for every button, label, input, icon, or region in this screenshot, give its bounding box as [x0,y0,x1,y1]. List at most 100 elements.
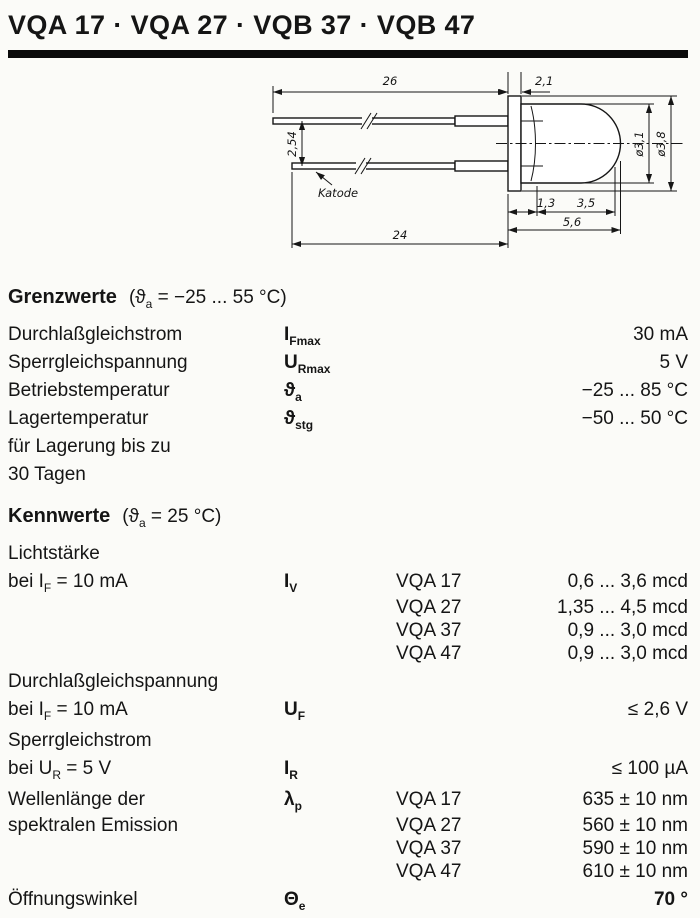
symbol-base: I [284,324,290,345]
grenzwerte-heading: Grenzwerte(ϑa = −25 ... 55 °C) [8,286,688,310]
param-label-line2: für Lagerung bis zu [8,436,171,457]
param-symbol: Θe [284,886,396,914]
led-dimension-drawing: 26 2,1 2,54 24 1,3 3,5 5,6 ø3,1 ø3,8 Kat… [272,72,684,248]
symbol-sub: Rmax [297,361,331,376]
bottom-lead [291,162,456,170]
kennwerte-heading: Kennwerte(ϑa = 25 °C) [8,505,688,530]
grenzwerte-title: Grenzwerte [8,286,117,308]
param-symbol: IV [284,568,396,596]
cond-sub: F [43,708,52,723]
dia-3-8-label: ø3,8 [654,131,668,157]
variant-value: 590 ± 10 nm [582,838,689,859]
cond-pre: bei U [8,758,53,779]
param-label: Betriebstemperatur [8,380,170,401]
cond-pre: bei I [8,699,44,720]
variant-value: 0,6 ... 3,6 mcd [567,571,688,592]
variant-value: 635 ± 10 nm [582,789,689,810]
symbol-base: ϑ [284,380,296,401]
top-lead-crimp [454,115,509,127]
param-label-line3: 30 Tagen [8,464,86,485]
variant-row: VQA 37 0,9 ... 3,0 mcd [8,619,688,642]
cond-sub: F [43,580,52,595]
bottom-lead-crimp [454,160,509,172]
variant-row: spektralen Emission VQA 27 560 ± 10 nm [8,814,688,837]
spec-row-continuation: für Lagerung bis zu [8,433,688,461]
led-drawing-area: 26 2,1 2,54 24 1,3 3,5 5,6 ø3,1 ø3,8 Kat… [8,58,688,270]
symbol-sub: R [289,767,298,782]
grenzwerte-table: Durchlaßgleichstrom IFmax 30 mA Sperrgle… [8,321,688,489]
param-condition: bei IF = 10 mA [8,568,284,596]
symbol-sub: F [297,708,306,723]
param-label: Wellenlänge der [8,789,145,810]
symbol-base: I [284,758,290,779]
symbol-base: U [284,699,298,720]
symbol-sub: stg [295,417,314,432]
spec-row: bei UR = 5 V IR ≤ 100 µA [8,755,688,783]
cond-pre: bei I [8,571,44,592]
param-symbol: IFmax [284,321,396,349]
variant-name: VQA 27 [396,815,462,836]
param-label: Sperrgleichspannung [8,352,188,373]
variant-name: VQA 47 [396,643,462,664]
spec-row: Betriebstemperatur ϑa −25 ... 85 °C [8,377,688,405]
dim-1-3-label: 1,3 [537,196,555,210]
dim-2-1-label: 2,1 [535,74,553,88]
symbol-base: ϑ [284,408,296,429]
param-label: Öffnungswinkel [8,889,138,910]
kennwerte-condition: (ϑa = 25 °C) [122,506,222,530]
param-value: −50 ... 50 °C [581,408,688,429]
variant-row: VQA 47 0,9 ... 3,0 mcd [8,642,688,665]
dia-3-1-label: ø3,1 [632,131,646,157]
variant-name: VQA 17 [396,789,462,810]
extension-lines [272,72,677,248]
variant-value: 1,35 ... 4,5 mcd [557,597,688,618]
param-label: Durchlaßgleichstrom [8,324,183,345]
cond-post: = 25 °C) [145,506,222,527]
dim-24-label: 24 [393,228,408,242]
param-symbol: URmax [284,349,396,377]
param-symbol: ϑstg [284,405,396,433]
spec-row: Lichtstärke [8,540,688,568]
spec-row: bei IF = 10 mA UF ≤ 2,6 V [8,696,688,724]
param-value: ≤ 2,6 V [627,699,688,720]
dim-5-6-label: 5,6 [563,215,581,229]
symbol-base: λ [284,789,295,810]
variant-row: VQA 47 610 ± 10 nm [8,860,688,883]
cond-sub: R [52,767,62,782]
param-value: ≤ 100 µA [611,758,688,779]
spec-block-wellenlaenge: Wellenlänge der λp VQA 17 635 ± 10 nm sp… [8,786,688,883]
symbol-sub: p [294,798,302,813]
param-value: 5 V [659,352,688,373]
param-label-line2: spektralen Emission [8,815,179,836]
param-value: 30 mA [633,324,688,345]
symbol-sub: e [298,898,306,913]
param-label: Lichtstärke [8,543,100,564]
symbol-sub: a [295,389,302,404]
cond-post: = 10 mA [51,699,128,720]
variant-row: VQA 37 590 ± 10 nm [8,837,688,860]
param-value: −25 ... 85 °C [581,380,688,401]
cond-sub: a [138,515,146,530]
dim-3-5-label: 3,5 [577,196,595,210]
variant-row: VQA 27 1,35 ... 4,5 mcd [8,596,688,619]
spec-block-durchlassspannung: Durchlaßgleichspannung bei IF = 10 mA UF… [8,668,688,724]
variant-name: VQA 37 [396,838,462,859]
variant-name: VQA 27 [396,597,462,618]
param-label: Lagertemperatur [8,408,149,429]
dimension-lines [273,88,675,248]
variant-value: 560 ± 10 nm [582,815,689,836]
dim-2-54-label: 2,54 [285,131,299,157]
param-label: Durchlaßgleichspannung [8,671,219,692]
spec-row-continuation: 30 Tagen [8,461,688,489]
page-title: VQA 17 · VQA 27 · VQB 37 · VQB 47 [8,10,476,40]
symbol-base: U [284,352,298,373]
param-symbol: λp [284,786,396,814]
cond-pre: (ϑ [128,287,146,308]
variant-name: VQA 47 [396,861,462,882]
spec-row: bei IF = 10 mA IV VQA 17 0,6 ... 3,6 mcd [8,568,688,596]
cond-post: = 5 V [61,758,112,779]
param-symbol: ϑa [284,377,396,405]
dim-26-label: 26 [383,74,398,88]
spec-row: Lagertemperatur ϑstg −50 ... 50 °C [8,405,688,433]
